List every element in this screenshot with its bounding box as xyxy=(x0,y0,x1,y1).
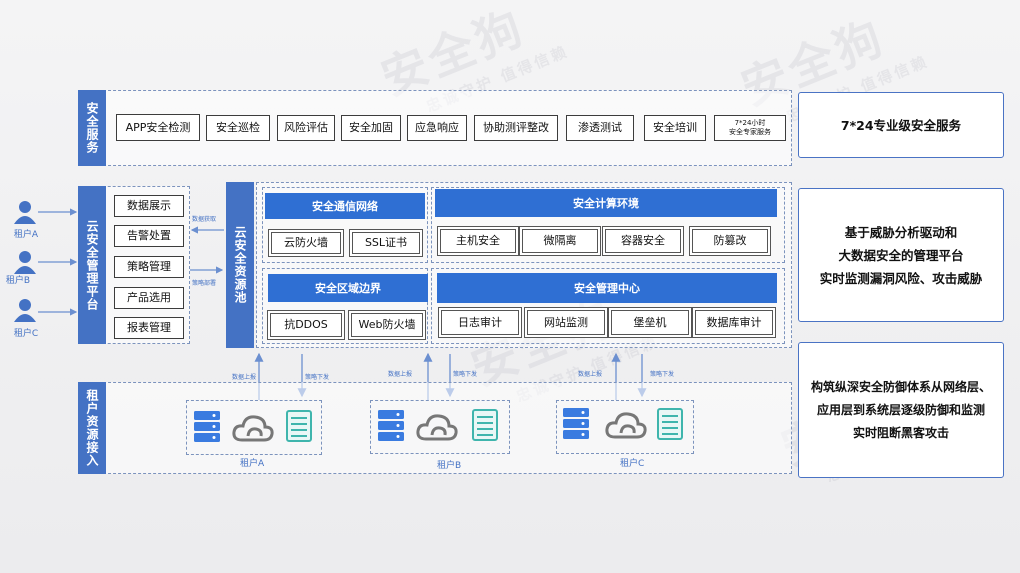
compute-item: 主机安全 xyxy=(440,229,516,253)
service-item: 安全加固 xyxy=(341,115,401,141)
user-arrows xyxy=(38,208,78,316)
service-item: 风险评估 xyxy=(277,115,335,141)
mgmt-center-title: 安全管理中心 xyxy=(437,273,777,303)
service-item-24h: 7*24小时 安全专家服务 xyxy=(714,115,786,141)
server-icon xyxy=(563,408,589,439)
arrow-down-label: 策略下发 xyxy=(650,371,675,378)
user-b-label: 租户B xyxy=(5,276,31,286)
compute-item: 防篡改 xyxy=(692,229,768,253)
arrow-up-label: 数据上报 xyxy=(388,371,413,378)
user-icon xyxy=(14,201,36,224)
right-panel-platform: 基于威胁分析驱动和 大数据安全的管理平台 实时监测漏洞风险、攻击威胁 xyxy=(798,188,1004,322)
deploy-policy-label: 策略部署 xyxy=(192,280,217,287)
service-item: 应急响应 xyxy=(407,115,467,141)
storage-icon xyxy=(472,409,498,441)
platform-item: 产品选用 xyxy=(114,287,184,309)
right-panel-service: 7*24专业级安全服务 xyxy=(798,92,1004,158)
service-item: APP安全检测 xyxy=(116,114,200,141)
right-panel-defense: 构筑纵深安全防御体系从网络层、 应用层到系统层逐级防御和监测 实时阻断黑客攻击 xyxy=(798,342,1004,478)
region-item: Web防火墙 xyxy=(351,313,423,337)
user-c-label: 租户C xyxy=(13,329,39,339)
mgmt-center-group xyxy=(431,268,785,344)
compute-env-group xyxy=(431,187,785,263)
storage-icon xyxy=(657,408,683,440)
arrow-down-label: 策略下发 xyxy=(305,374,330,381)
tenant-b-box xyxy=(370,400,510,454)
region-border-group xyxy=(262,268,428,344)
pool-label: 云安全资源池 xyxy=(226,182,254,348)
tenant-b-label: 租户B xyxy=(437,461,462,471)
region-item: 抗DDOS xyxy=(270,313,342,337)
platform-pool-arrows xyxy=(190,226,224,274)
comm-network-title: 安全通信网络 xyxy=(265,193,425,219)
server-icon xyxy=(378,410,404,441)
user-a-label: 租户A xyxy=(13,230,39,240)
comm-item: SSL证书 xyxy=(352,232,420,254)
services-label: 安全服务 xyxy=(78,90,106,166)
platform-item: 告警处置 xyxy=(114,225,184,247)
service-item: 协助测评整改 xyxy=(474,115,558,141)
compute-item: 容器安全 xyxy=(605,229,681,253)
compute-item: 微隔离 xyxy=(522,229,598,253)
arrow-up-label: 数据上报 xyxy=(578,371,603,378)
cloud-icon xyxy=(605,412,647,439)
service-item: 安全巡检 xyxy=(206,115,270,141)
mgmt-item: 日志审计 xyxy=(441,310,519,335)
tenant-a-box xyxy=(186,400,322,455)
platform-label: 云安全管理平台 xyxy=(78,186,106,344)
cloud-icon xyxy=(232,415,274,442)
platform-item: 策略管理 xyxy=(114,256,184,278)
user-icon xyxy=(14,251,36,274)
arrow-up-label: 数据上报 xyxy=(232,374,257,381)
mgmt-item: 堡垒机 xyxy=(611,310,689,335)
comm-item: 云防火墙 xyxy=(271,232,341,254)
storage-icon xyxy=(286,410,312,442)
tenant-a-label: 租户A xyxy=(240,459,265,469)
mgmt-item: 网站监测 xyxy=(527,310,605,335)
mgmt-item: 数据库审计 xyxy=(695,310,773,335)
server-icon xyxy=(194,411,220,442)
arrow-down-label: 策略下发 xyxy=(453,371,478,378)
data-fetch-label: 数据获取 xyxy=(192,216,217,223)
user-icon xyxy=(14,299,36,322)
tenant-c-box xyxy=(556,400,694,454)
tenant-c-label: 租户C xyxy=(620,459,645,469)
compute-env-title: 安全计算环境 xyxy=(435,189,777,217)
platform-item: 数据展示 xyxy=(114,195,184,217)
service-item: 安全培训 xyxy=(644,115,706,141)
comm-network-group xyxy=(262,187,428,263)
platform-item: 报表管理 xyxy=(114,317,184,339)
tenant-access-label: 租户资源接入 xyxy=(78,382,106,474)
service-item: 渗透测试 xyxy=(566,115,634,141)
cloud-icon xyxy=(416,414,458,441)
region-border-title: 安全区域边界 xyxy=(268,274,428,302)
